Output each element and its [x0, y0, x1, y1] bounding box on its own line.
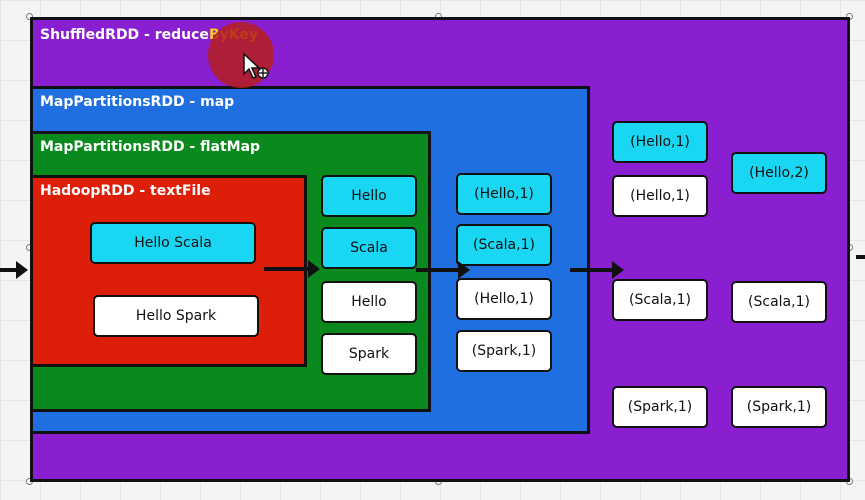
- map-to-shuffle-arrow: [570, 261, 624, 279]
- shuffled-rdd-title-main: ShuffledRDD - reduce: [40, 27, 209, 43]
- textfile-rdd-box[interactable]: [30, 175, 307, 367]
- reduced-pair[interactable]: (Hello,2): [731, 152, 827, 194]
- textfile-rdd-title: HadoopRDD - textFile: [40, 183, 211, 199]
- shuffle-pair[interactable]: (Hello,1): [612, 175, 708, 217]
- map-rdd-title: MapPartitionsRDD - map: [40, 94, 235, 110]
- flatmap-word[interactable]: Hello: [321, 175, 417, 217]
- reduced-pair[interactable]: (Spark,1): [731, 386, 827, 428]
- selection-handle-tl[interactable]: [26, 13, 33, 20]
- map-pair[interactable]: (Hello,1): [456, 173, 552, 215]
- input-arrow: [0, 261, 28, 279]
- map-pair[interactable]: (Hello,1): [456, 278, 552, 320]
- shuffle-pair[interactable]: (Scala,1): [612, 279, 708, 321]
- flatmap-word[interactable]: Spark: [321, 333, 417, 375]
- map-pair[interactable]: (Spark,1): [456, 330, 552, 372]
- textfile-to-flatmap-arrow: [264, 260, 320, 278]
- textfile-line[interactable]: Hello Spark: [93, 295, 259, 337]
- flatmap-rdd-title: MapPartitionsRDD - flatMap: [40, 139, 261, 155]
- flatmap-word[interactable]: Scala: [321, 227, 417, 269]
- map-pair[interactable]: (Scala,1): [456, 224, 552, 266]
- flatmap-word[interactable]: Hello: [321, 281, 417, 323]
- textfile-line[interactable]: Hello Scala: [90, 222, 256, 264]
- shuffle-pair[interactable]: (Hello,1): [612, 121, 708, 163]
- reduced-pair[interactable]: (Scala,1): [731, 281, 827, 323]
- flatmap-to-map-arrow: [416, 261, 470, 279]
- output-arrow-stub: [856, 255, 865, 259]
- shuffle-pair[interactable]: (Spark,1): [612, 386, 708, 428]
- move-cursor-icon: [242, 52, 272, 86]
